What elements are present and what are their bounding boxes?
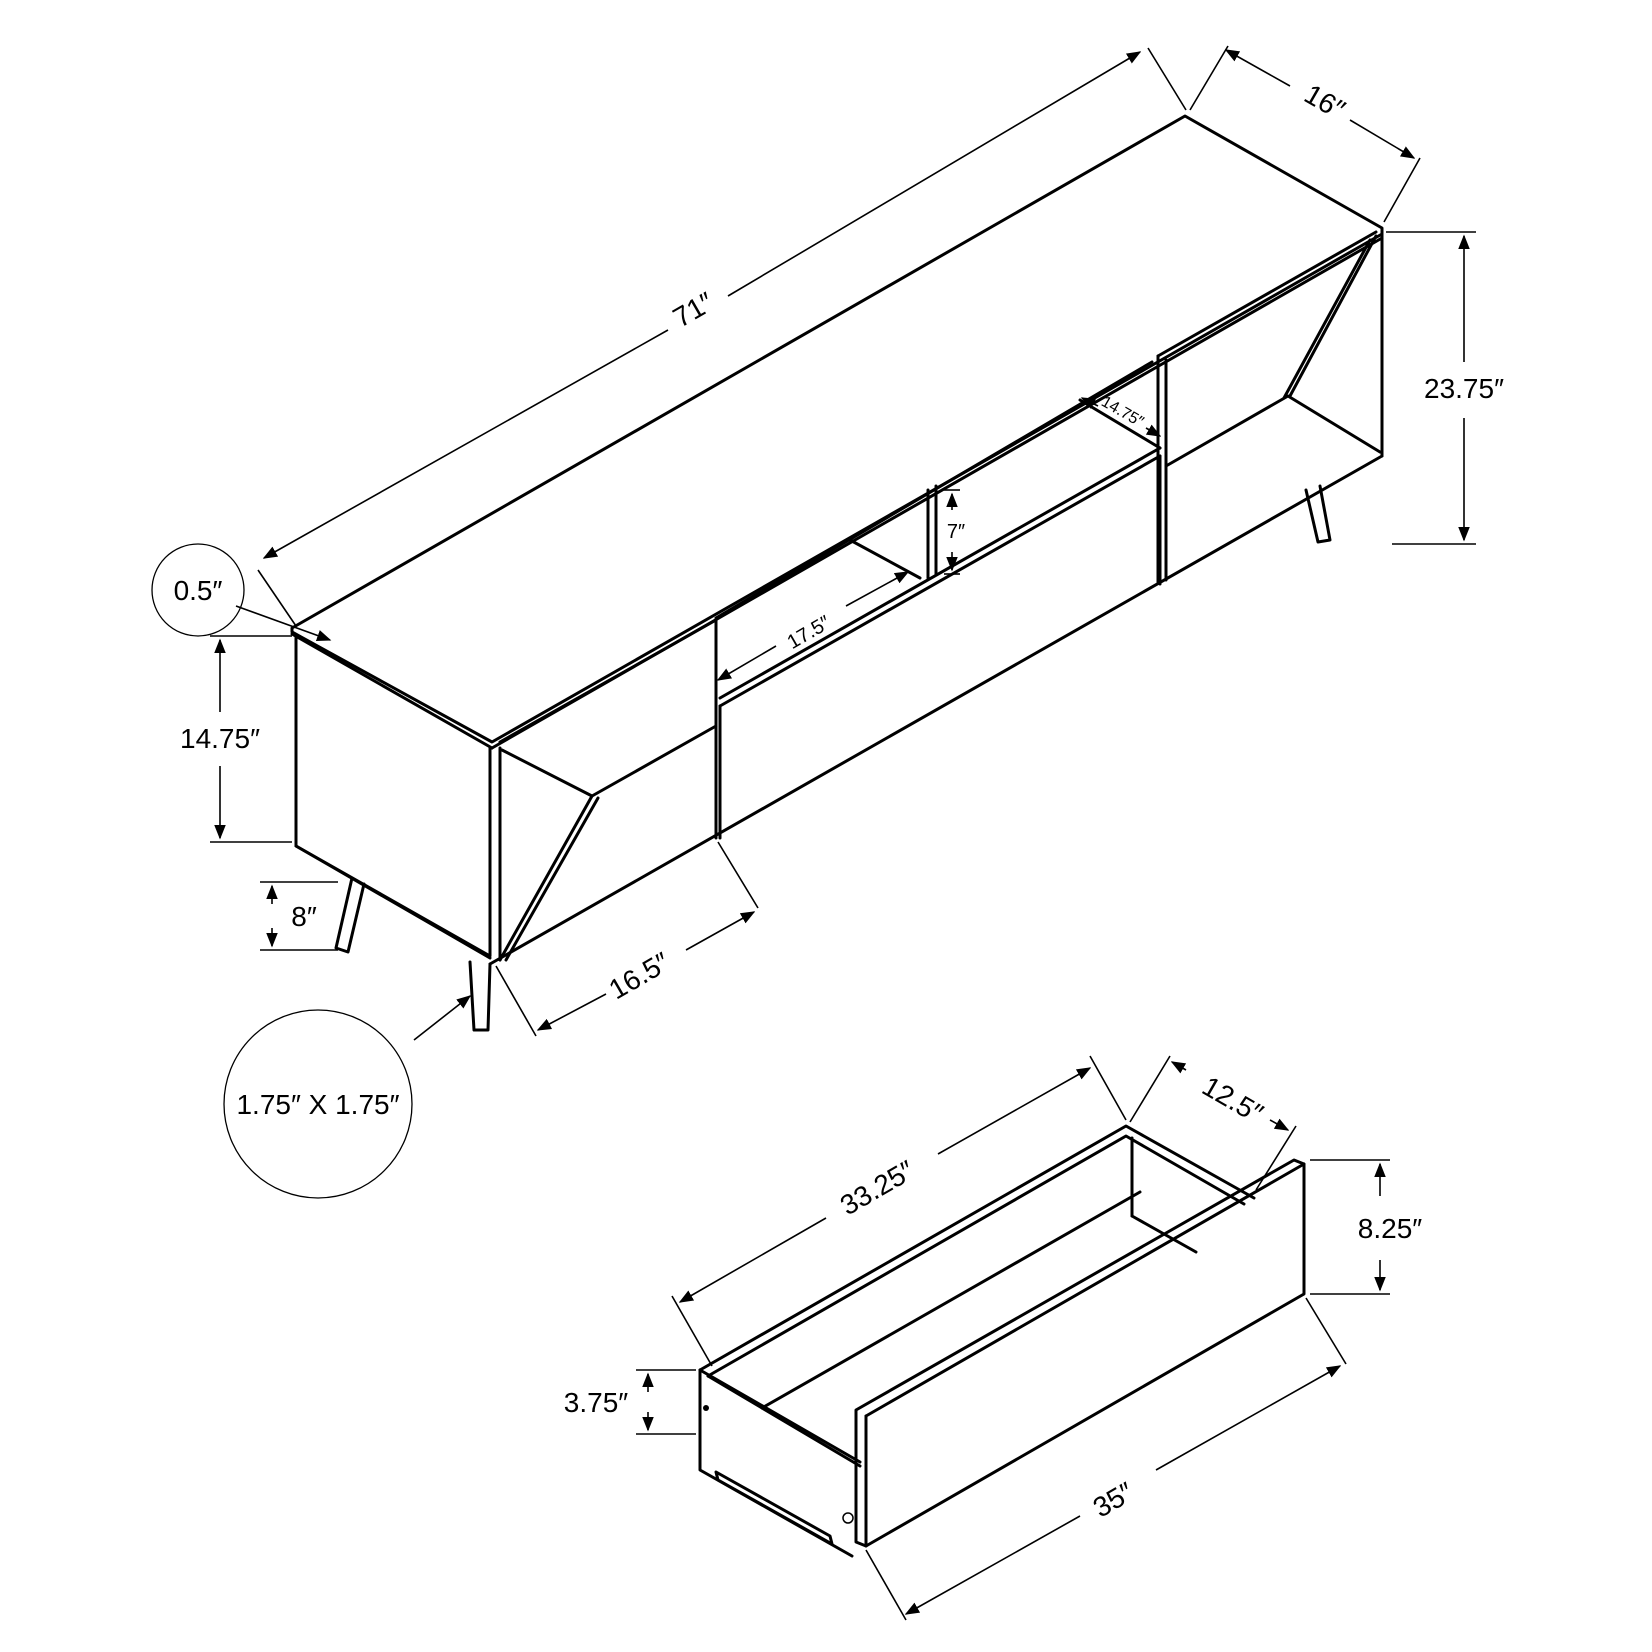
drawer [698,1124,1306,1558]
leg-front-left [468,960,492,1032]
drawer-screw [703,1405,709,1411]
front-bottom-edge [488,454,1384,966]
dim-drawer-side-height: 3.75″ [564,1387,628,1418]
drawer-hole [842,1512,854,1524]
top-thickness-callout [151,543,245,637]
dim-leg-height: 8″ [291,901,317,932]
drawer-dimensions: 33.25″ 12.5″ 8.25″ 3.75″ 35″ [564,1055,1422,1621]
dim-overall-height: 23.75″ [1424,373,1504,404]
stand-dimensions: 71″ 16″ 23.75″ 0.5″ 14.75″ 8″ [151,45,1504,1199]
dim-shelf-height: 7″ [947,521,965,543]
drawer-top-back [698,1124,1256,1372]
dim-leg-section: 1.75″ X 1.75″ [236,1089,399,1120]
dim-drawer-front-height: 8.25″ [1358,1213,1422,1244]
right-door [1156,230,1382,584]
open-shelf [714,360,1162,620]
drawer-front-top [864,1162,1306,1418]
dim-overall-depth: 16″ [1299,78,1350,125]
dim-drawer-depth: 12.5″ [1197,1070,1268,1129]
dim-cabinet-height: 14.75″ [180,723,260,754]
drawer-left-top-inner [706,1374,862,1468]
leg-back-right [1304,484,1332,544]
legs [334,484,1332,1032]
leg-section-callout [223,1009,413,1199]
drawer-left-side [698,1368,854,1558]
left-bottom-edge [294,844,492,960]
left-end-panel [294,634,492,958]
left-door [498,618,718,962]
dim-drawer-inner-length: 33.25″ [835,1154,920,1221]
dim-overall-length: 71″ [668,286,719,333]
tv-stand [290,114,1384,1032]
top-edge [290,632,494,750]
center-drawer [718,446,1162,840]
drawer-front-panel [854,1158,1306,1548]
leg-back-left [334,876,366,954]
dim-top-thickness: 0.5″ [174,575,223,606]
dim-door-width: 16.5″ [604,946,675,1005]
drawer-top-back-inner [706,1134,1246,1378]
drawer-slide-rail [714,1470,834,1546]
top-surface [290,114,1384,744]
drawer-bottom-inner [760,1190,1142,1410]
dim-drawer-front-length: 35″ [1088,1476,1139,1523]
